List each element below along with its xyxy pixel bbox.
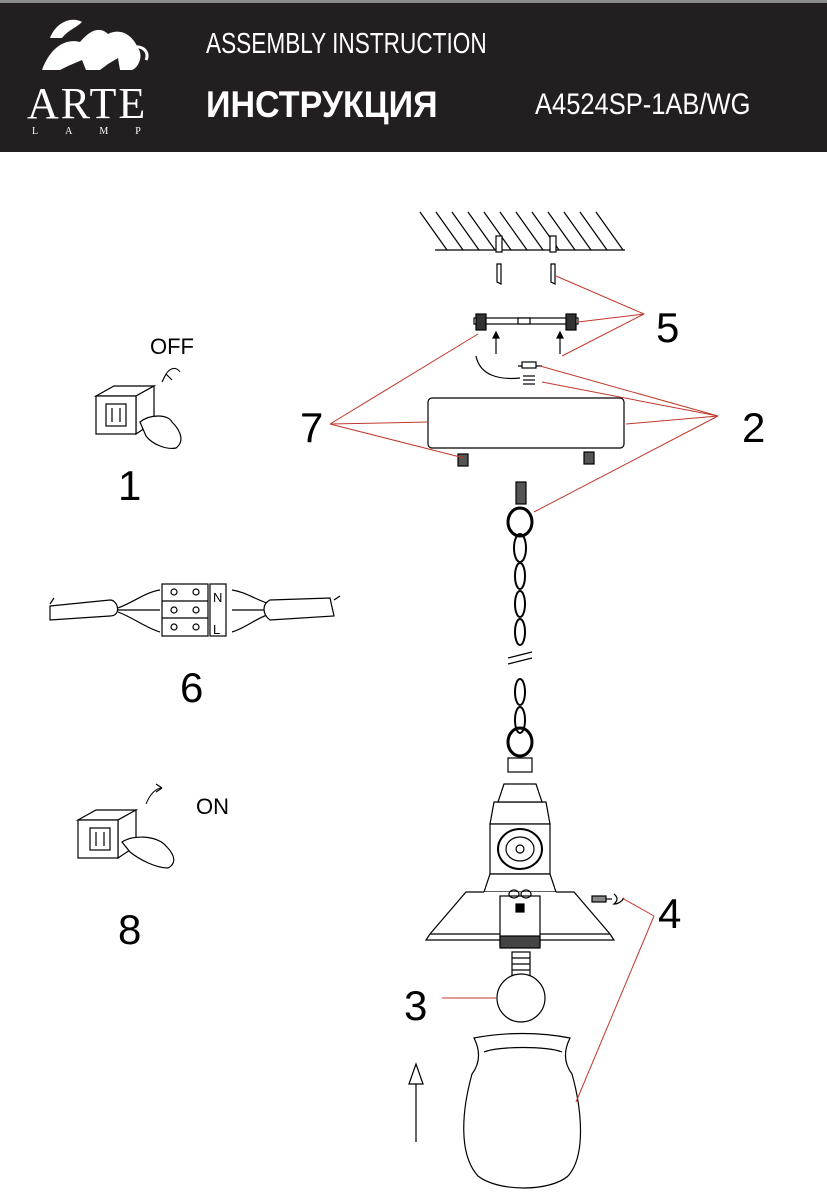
glass-diffuser: [463, 1032, 582, 1189]
canopy: [427, 397, 625, 467]
terminal-l-label: L: [213, 622, 220, 637]
title-russian: ИНСТРУКЦИЯ: [206, 84, 438, 125]
light-bulb: [496, 951, 546, 1023]
brand-lion-logo: [42, 19, 149, 70]
mounting-bracket: [473, 313, 579, 354]
model-number: A4524SP-1AB/WG: [535, 88, 751, 121]
shade-screw: [591, 893, 625, 905]
step-number-5: 5: [656, 304, 679, 351]
ceiling-hatch: [419, 211, 625, 253]
lamp-head: [483, 757, 557, 893]
wiring-diagram: [49, 583, 341, 637]
header-bar: ARTE LAMP ASSEMBLY INSTRUCTION ИНСТРУКЦИ…: [0, 0, 827, 152]
assembly-diagram: 1 OFF 2 3 4 5 6 7 8 ON N L: [49, 211, 765, 1189]
leader-lines: [329, 275, 719, 1103]
title-english: ASSEMBLY INSTRUCTION: [206, 28, 487, 60]
switch-on-diagram: [75, 783, 175, 869]
chain: [506, 481, 534, 758]
up-arrow: [408, 1062, 424, 1142]
switch-off-diagram: [93, 367, 182, 449]
brand-name: ARTE: [27, 79, 148, 128]
switch-on-label: ON: [196, 794, 229, 819]
step-number-1: 1: [118, 462, 141, 509]
step-number-7: 7: [300, 404, 323, 451]
switch-off-label: OFF: [150, 334, 194, 359]
step-number-6: 6: [180, 664, 203, 711]
terminal-n-label: N: [213, 590, 222, 605]
lamp-shade: [424, 889, 616, 949]
step-number-4: 4: [658, 890, 681, 937]
step-number-3: 3: [404, 982, 427, 1029]
wall-dowels: [496, 263, 556, 285]
step-number-2: 2: [742, 404, 765, 451]
brand-subtitle: LAMP: [32, 126, 168, 137]
step-number-8: 8: [118, 906, 141, 953]
header-top-rule: [0, 0, 827, 3]
canopy-terminal: [475, 355, 542, 385]
